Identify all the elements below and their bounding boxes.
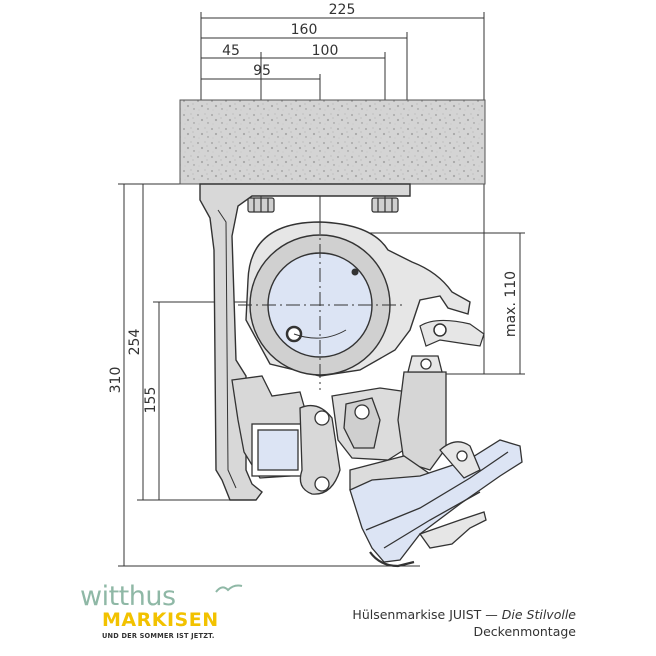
dimension-160: 160 [291, 22, 318, 38]
mounting-bracket [199, 183, 411, 501]
logo-slogan: UND DER SOMMER IST JETZT. [102, 632, 215, 640]
dimension-95: 95 [253, 63, 271, 79]
dimension-100: 100 [312, 43, 339, 59]
folded-arm-profile [349, 439, 523, 568]
dimension-254: 254 [127, 329, 143, 356]
caption-line-1: Hülsenmarkise JUIST — Die Stilvolle [352, 606, 576, 623]
logo-wordmark-top: witthus [80, 581, 176, 612]
caption-product: Hülsenmarkise JUIST — [352, 607, 498, 622]
product-caption: Hülsenmarkise JUIST — Die Stilvolle Deck… [352, 606, 576, 640]
concrete-ceiling [179, 99, 486, 185]
caption-mounting: Deckenmontage [473, 624, 576, 639]
caption-tagline: Die Stilvolle [501, 607, 576, 622]
dimension-225: 225 [329, 2, 356, 18]
dimension-45: 45 [222, 43, 240, 59]
logo-wordmark-bottom: MARKISEN [102, 609, 219, 631]
witthus-logo: witthus MARKISEN UND DER SOMMER IST JETZ… [80, 582, 250, 646]
awning-cross-section-drawing: 225 160 45 100 95 310 254 155 max. 110 [108, 2, 525, 568]
dimension-310: 310 [108, 367, 124, 394]
seagull-icon [215, 584, 243, 593]
dimension-155: 155 [143, 387, 159, 414]
front-profile [419, 319, 485, 347]
arm-hinge-assembly [231, 355, 447, 507]
dimension-max-110: max. 110 [503, 271, 519, 337]
fastening-bolts [247, 197, 399, 213]
